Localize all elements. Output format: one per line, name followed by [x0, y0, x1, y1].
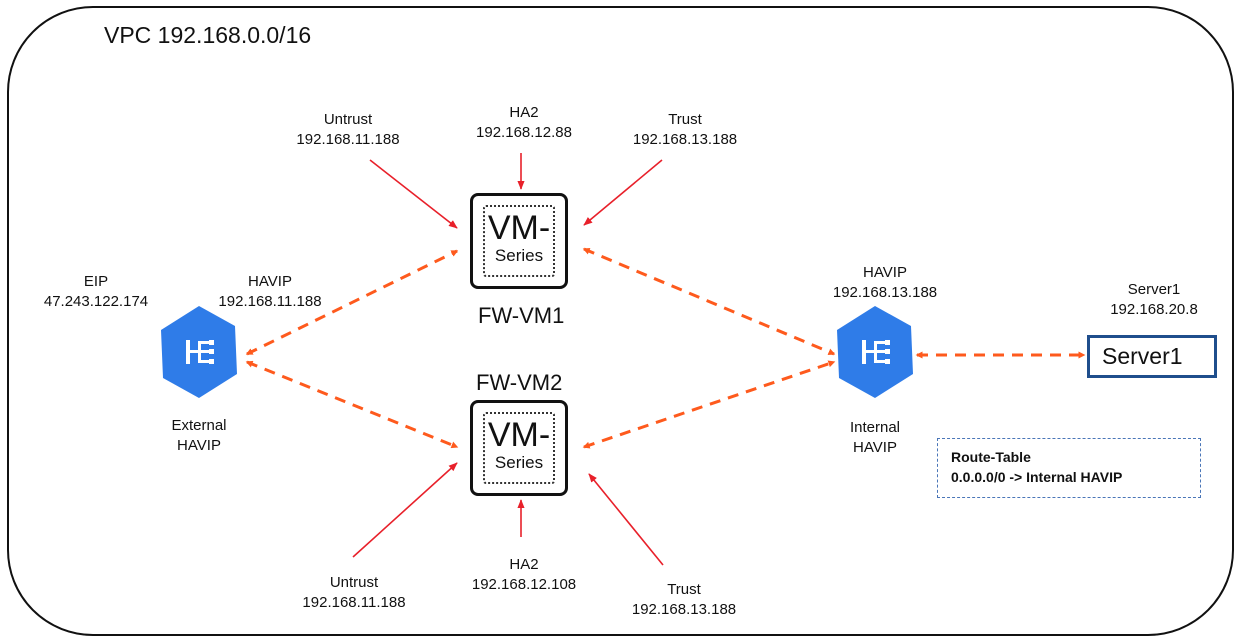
external-havip-caption-line2: HAVIP	[177, 437, 221, 454]
external-havip-ip: 192.168.11.188	[218, 293, 322, 310]
fw-vm2-chip-subtitle: Series	[494, 453, 544, 472]
fw1-ha2-ip: 192.168.12.88	[476, 124, 572, 141]
fw2-untrust-ip: 192.168.11.188	[302, 594, 406, 611]
fw1-untrust-name: Untrust	[323, 111, 373, 128]
fw-vm2-chip-core: VM- Series	[483, 412, 555, 484]
internal-havip-caption-line1: Internal	[849, 419, 901, 436]
fw-vm1-name: FW-VM1	[478, 303, 565, 328]
fw1-trust-ip: 192.168.13.188	[632, 131, 738, 148]
fw2-ha2-name: HA2	[509, 556, 539, 573]
fw2-ha2-label: HA2 192.168.12.108	[458, 555, 590, 595]
fw1-trust-label: Trust 192.168.13.188	[619, 110, 751, 150]
fw2-trust-arrow	[588, 473, 664, 566]
server1-ip: 192.168.20.8	[1110, 301, 1198, 318]
vpc-boundary	[7, 6, 1234, 636]
vpc-title: VPC 192.168.0.0/16	[104, 22, 312, 48]
server1-label: Server1 192.168.20.8	[1094, 280, 1214, 320]
internal-havip-label: HAVIP 192.168.13.188	[819, 263, 951, 303]
fw-vm1-node: VM- Series	[470, 193, 568, 289]
fw-vm2-node: VM- Series	[470, 400, 568, 496]
ext-fw2-traffic-arrow	[245, 360, 459, 449]
internal-havip-ip: 192.168.13.188	[832, 284, 938, 301]
fw1-untrust-label: Untrust 192.168.11.188	[282, 110, 414, 150]
internal-havip-caption: Internal HAVIP	[820, 418, 930, 458]
external-eip-name: EIP	[83, 273, 109, 290]
server1-name: Server1	[1127, 281, 1181, 298]
internal-havip-name: HAVIP	[863, 264, 907, 281]
external-havip-icon	[161, 306, 237, 398]
fw2-trust-ip: 192.168.13.188	[631, 601, 737, 618]
internal-havip-caption-line2: HAVIP	[853, 439, 897, 456]
external-eip-label: EIP 47.243.122.174	[30, 272, 162, 312]
route-table-title: Route-Table	[951, 449, 1031, 465]
fw1-trust-name: Trust	[668, 111, 702, 128]
fw-vm1-chip-subtitle: Series	[494, 246, 544, 265]
external-havip-caption-line1: External	[171, 417, 227, 434]
fw-vm1-chip-title: VM-	[487, 209, 551, 247]
external-havip-label: HAVIP 192.168.11.188	[204, 272, 336, 312]
fw-vm2-chip-title: VM-	[487, 416, 551, 454]
fw1-int-traffic-arrow	[582, 247, 836, 356]
internal-havip-icon	[837, 306, 913, 398]
fw1-untrust-arrow	[369, 159, 458, 229]
fw2-int-traffic-arrow	[582, 360, 836, 449]
fw2-trust-label: Trust 192.168.13.188	[618, 580, 750, 620]
fw2-untrust-name: Untrust	[329, 574, 379, 591]
ext-fw1-traffic-arrow	[245, 249, 459, 356]
fw-vm2-name: FW-VM2	[476, 370, 563, 395]
external-havip-name: HAVIP	[248, 273, 292, 290]
external-havip-caption: External HAVIP	[144, 416, 254, 456]
fw1-ha2-label: HA2 192.168.12.88	[458, 103, 590, 143]
fw2-ha2-ip: 192.168.12.108	[471, 576, 577, 593]
fw2-untrust-label: Untrust 192.168.11.188	[288, 573, 420, 613]
fw2-trust-name: Trust	[667, 581, 701, 598]
route-table-box: Route-Table 0.0.0.0/0 -> Internal HAVIP	[937, 438, 1201, 498]
fw1-trust-arrow	[583, 159, 663, 226]
external-eip-ip: 47.243.122.174	[43, 293, 149, 310]
server1-node: Server1	[1087, 335, 1217, 378]
route-table-rule: 0.0.0.0/0 -> Internal HAVIP	[951, 469, 1123, 485]
fw2-untrust-arrow	[352, 462, 458, 558]
fw1-ha2-name: HA2	[509, 104, 539, 121]
fw1-untrust-ip: 192.168.11.188	[296, 131, 400, 148]
fw-vm1-chip-core: VM- Series	[483, 205, 555, 277]
